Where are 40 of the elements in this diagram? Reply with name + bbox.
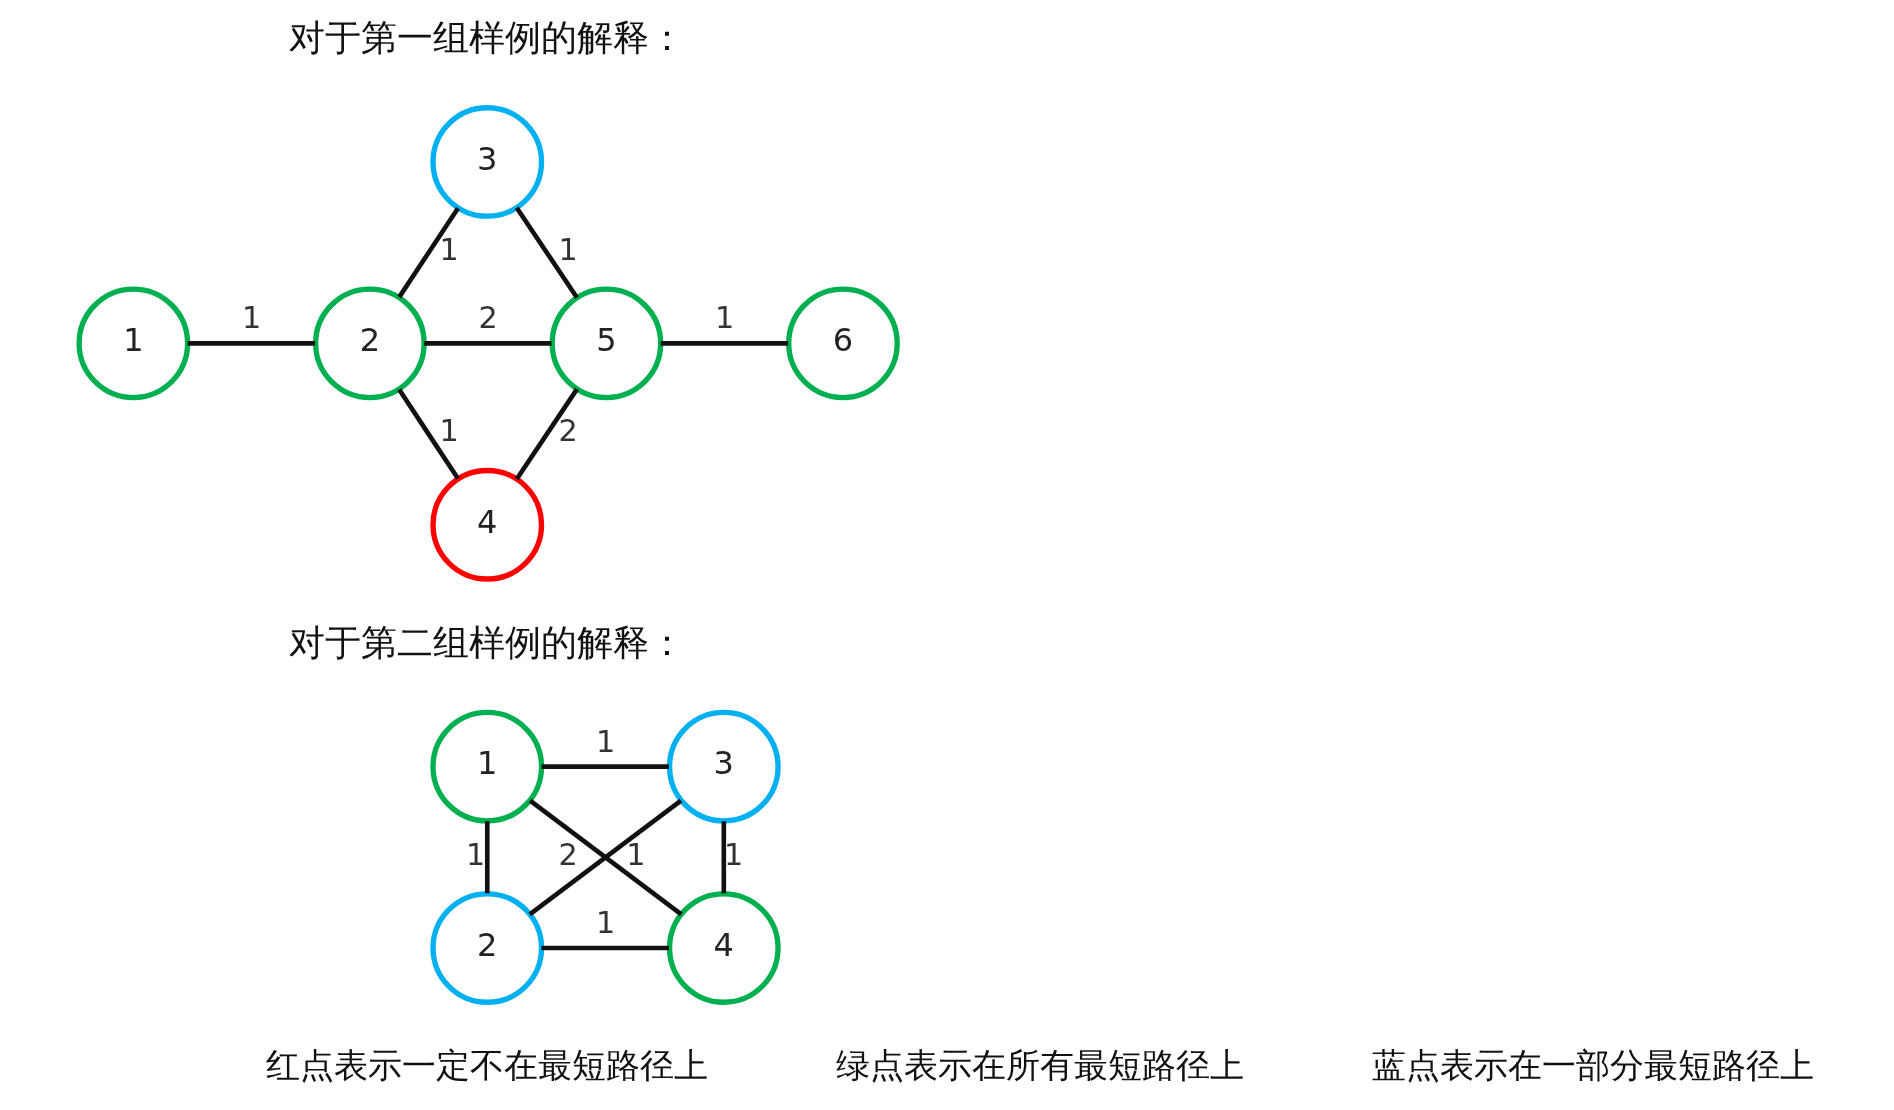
label: 绿点表示在所有最短路径上 — [836, 1046, 1245, 1086]
node-circle: 4 — [430, 467, 545, 582]
connector — [541, 764, 669, 769]
node-circle: 3 — [430, 105, 545, 219]
label: 对于第二组样例的解释： — [289, 621, 686, 663]
edge-label: 1 — [242, 300, 262, 336]
label: 对于第一组样例的解释： — [289, 16, 686, 58]
edge-label: 1 — [439, 231, 459, 267]
edge-label: 2 — [558, 413, 578, 449]
node-circle: 1 — [76, 286, 191, 401]
node-circle: 6 — [786, 286, 900, 401]
label: 蓝点表示在一部分最短路径上 — [1372, 1046, 1815, 1086]
connector — [514, 206, 579, 299]
connector — [541, 945, 669, 951]
connector — [397, 388, 460, 480]
connector — [660, 341, 789, 346]
connector — [397, 206, 460, 299]
edge-label: 2 — [558, 836, 578, 872]
edge-label: 1 — [558, 231, 578, 267]
edge-label: 2 — [478, 300, 498, 336]
edge-label: 1 — [439, 413, 459, 449]
connector — [187, 341, 316, 346]
edge-label: 1 — [595, 905, 616, 941]
edge-label: 1 — [723, 836, 744, 872]
connector — [424, 341, 552, 346]
edge-label: 1 — [466, 836, 486, 872]
edge-label: 1 — [595, 723, 616, 759]
node-circle: 5 — [549, 286, 664, 401]
connector — [528, 798, 683, 917]
edge-label: 1 — [626, 836, 646, 872]
connector — [721, 821, 727, 894]
label: 红点表示一定不在最短路径上 — [266, 1046, 709, 1086]
connector — [514, 387, 579, 481]
node-circle: 2 — [312, 286, 427, 401]
node-circle: 4 — [666, 891, 781, 1005]
edge-label: 1 — [715, 300, 735, 336]
node-circle: 2 — [430, 891, 545, 1005]
connector — [484, 821, 490, 894]
node-circle: 3 — [666, 709, 781, 824]
node-circle: 1 — [430, 709, 545, 824]
